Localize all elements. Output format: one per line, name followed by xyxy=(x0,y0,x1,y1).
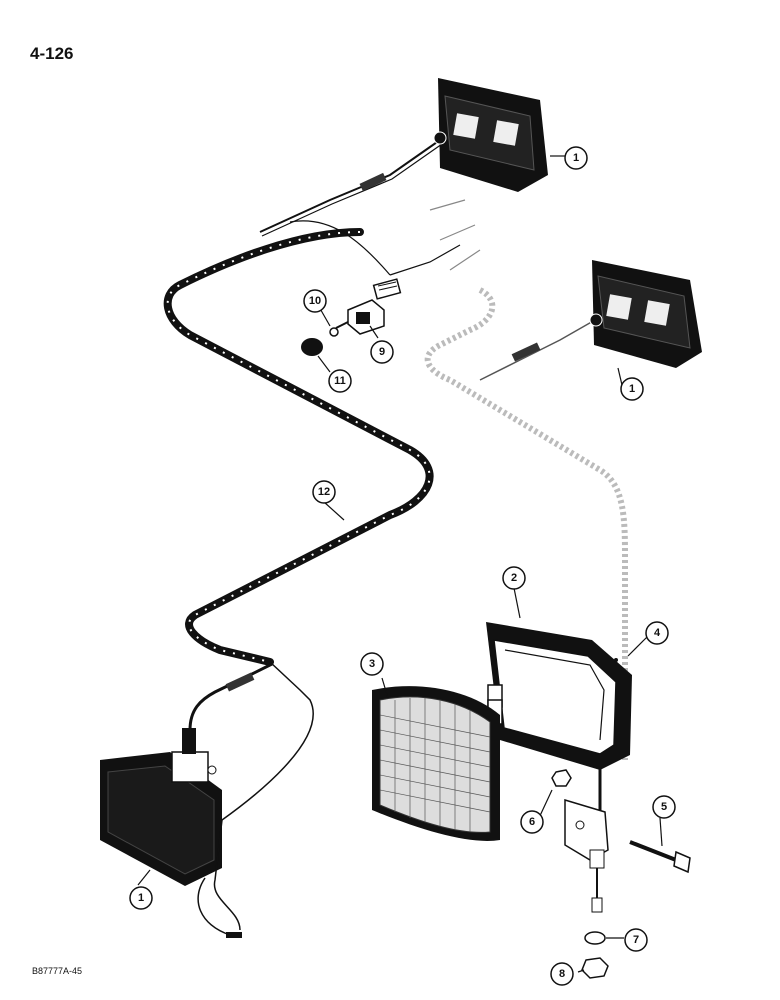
callout-1c-label: 1 xyxy=(138,892,144,904)
light-lens-3 xyxy=(372,686,500,841)
light-housing-2 xyxy=(486,622,632,770)
mounting-bracket xyxy=(564,798,609,913)
connector-bottom-left xyxy=(225,672,255,692)
callout-1a: 1 xyxy=(564,146,588,170)
knob-11 xyxy=(301,338,323,356)
callout-1c: 1 xyxy=(129,886,153,910)
figure-code: B87777A-45 xyxy=(32,966,83,976)
wire-top-left-light xyxy=(259,139,441,233)
callout-1a-label: 1 xyxy=(573,152,579,164)
callout-11-label: 11 xyxy=(334,375,346,387)
work-light-top-left xyxy=(433,78,548,192)
callout-11: 11 xyxy=(328,369,352,393)
callout-12-label: 12 xyxy=(318,486,330,498)
connector-mid-right xyxy=(511,342,541,362)
callout-7-label: 7 xyxy=(633,934,639,946)
switch-assembly xyxy=(335,278,402,335)
callout-2: 2 xyxy=(502,566,526,590)
callout-6: 6 xyxy=(520,810,544,834)
callout-9-label: 9 xyxy=(379,346,385,358)
callout-5: 5 xyxy=(652,795,676,819)
callout-9: 9 xyxy=(370,340,394,364)
callout-7: 7 xyxy=(624,928,648,952)
callout-4-label: 4 xyxy=(654,627,661,639)
callout-10: 10 xyxy=(303,289,327,313)
callout-5-label: 5 xyxy=(661,801,667,813)
work-light-bottom-left xyxy=(100,728,222,886)
callout-1b: 1 xyxy=(620,377,644,401)
callout-8: 8 xyxy=(550,962,574,986)
callout-12: 12 xyxy=(312,480,336,504)
callout-1b-label: 1 xyxy=(629,383,635,395)
page-number: 4-126 xyxy=(30,44,74,63)
callout-3: 3 xyxy=(360,652,384,676)
washer-7 xyxy=(584,931,606,945)
nut-10 xyxy=(329,327,339,337)
callout-8-label: 8 xyxy=(559,968,565,980)
harness-cable xyxy=(163,228,434,666)
callout-2-label: 2 xyxy=(511,572,517,584)
nut-6 xyxy=(551,769,572,787)
connector-top-left xyxy=(359,172,387,192)
callout-10-label: 10 xyxy=(309,295,321,307)
work-light-top-right xyxy=(589,260,702,368)
callout-4: 4 xyxy=(645,621,669,645)
bolt-5 xyxy=(629,840,691,874)
nut-8 xyxy=(581,957,609,979)
callout-6-label: 6 xyxy=(529,816,535,828)
callout-3-label: 3 xyxy=(369,658,375,670)
